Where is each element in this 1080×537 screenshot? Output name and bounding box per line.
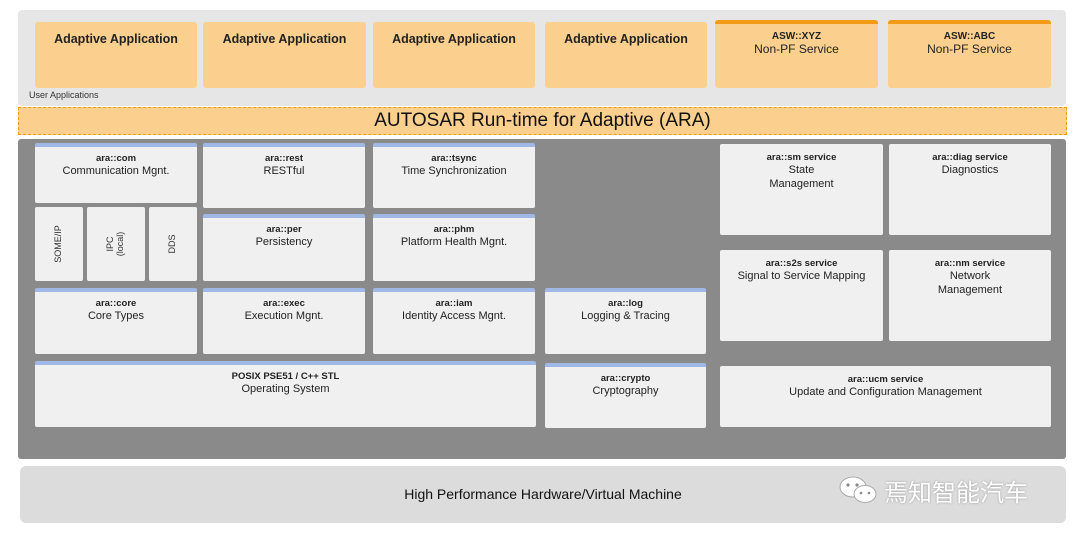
ara-core-box: ara::core Core Types (35, 288, 197, 354)
watermark-text: 焉知智能汽车 (884, 479, 1028, 507)
ara-nm-box: ara::nm service Network Management (889, 250, 1051, 341)
ara-tsync-box: ara::tsync Time Synchronization (373, 143, 535, 208)
adaptive-application-1: Adaptive Application (35, 22, 197, 88)
ara-per-desc: Persistency (255, 235, 313, 248)
os-desc: Operating System (241, 382, 330, 395)
ipc-label: IPC (local) (105, 231, 125, 257)
ara-diag-title: ara::diag service (932, 152, 1008, 163)
ara-iam-desc: Identity Access Mgnt. (402, 309, 506, 322)
asw-abc-desc: Non-PF Service (927, 42, 1012, 56)
ara-sm-box: ara::sm service State Management (720, 144, 883, 235)
ara-crypto-desc: Cryptography (592, 384, 659, 397)
ara-runtime-band: AUTOSAR Run-time for Adaptive (ARA) (18, 107, 1067, 135)
ara-rest-box: ara::rest RESTful (203, 143, 365, 208)
ara-s2s-desc: Signal to Service Mapping (737, 269, 866, 282)
os-box: POSIX PSE51 / C++ STL Operating System (35, 361, 536, 427)
dds-label: DDS (167, 234, 178, 254)
ara-com-title: ara::com (95, 153, 137, 164)
ara-sm-desc: State Management (769, 163, 834, 190)
dds-binding: DDS (149, 207, 197, 281)
asw-xyz-title: ASW::XYZ (771, 31, 822, 42)
ara-sm-title: ara::sm service (766, 152, 837, 163)
ara-rest-desc: RESTful (263, 164, 305, 177)
asw-xyz-service: ASW::XYZ Non-PF Service (715, 20, 878, 88)
asw-xyz-desc: Non-PF Service (754, 42, 839, 56)
adaptive-application-4: Adaptive Application (545, 22, 707, 88)
watermark: 焉知智能汽车 (838, 474, 1028, 507)
some-ip-binding: SOME/IP (35, 207, 83, 281)
ara-ucm-desc: Update and Configuration Management (789, 385, 982, 398)
ara-log-title: ara::log (608, 298, 643, 309)
ara-com-box: ara::com Communication Mgnt. (35, 143, 197, 203)
ara-phm-title: ara::phm (433, 224, 475, 235)
ara-crypto-box: ara::crypto Cryptography (545, 363, 706, 428)
os-title: POSIX PSE51 / C++ STL (231, 371, 340, 382)
ara-diag-desc: Diagnostics (941, 163, 999, 176)
ara-rest-title: ara::rest (264, 153, 304, 164)
ara-s2s-title: ara::s2s service (765, 258, 838, 269)
ara-exec-box: ara::exec Execution Mgnt. (203, 288, 365, 354)
ara-nm-desc: Network Management (937, 269, 1003, 296)
ara-diag-box: ara::diag service Diagnostics (889, 144, 1051, 235)
wechat-icon (839, 476, 877, 503)
ara-exec-desc: Execution Mgnt. (244, 309, 324, 322)
ara-per-box: ara::per Persistency (203, 214, 365, 281)
ipc-binding: IPC (local) (87, 207, 145, 281)
ara-exec-title: ara::exec (263, 298, 305, 309)
ara-tsync-title: ara::tsync (431, 153, 477, 164)
ara-ucm-title: ara::ucm service (847, 374, 924, 385)
ara-core-title: ara::core (95, 298, 137, 309)
hardware-layer: High Performance Hardware/Virtual Machin… (20, 466, 1066, 523)
ara-phm-box: ara::phm Platform Health Mgnt. (373, 214, 535, 281)
asw-abc-service: ASW::ABC Non-PF Service (888, 20, 1051, 88)
asw-abc-title: ASW::ABC (943, 31, 996, 42)
ara-core-desc: Core Types (87, 309, 145, 322)
ara-log-box: ara::log Logging & Tracing (545, 288, 706, 354)
ara-tsync-desc: Time Synchronization (401, 164, 507, 177)
ara-iam-title: ara::iam (435, 298, 473, 309)
ara-log-desc: Logging & Tracing (581, 309, 670, 322)
ara-nm-title: ara::nm service (934, 258, 1006, 269)
ara-com-desc: Communication Mgnt. (62, 164, 170, 177)
adaptive-application-2: Adaptive Application (203, 22, 366, 88)
ara-phm-desc: Platform Health Mgnt. (400, 235, 508, 248)
adaptive-application-3: Adaptive Application (373, 22, 535, 88)
ara-iam-box: ara::iam Identity Access Mgnt. (373, 288, 535, 354)
ara-ucm-box: ara::ucm service Update and Configuratio… (720, 366, 1051, 427)
user-applications-label: User Applications (29, 90, 99, 100)
some-ip-label: SOME/IP (53, 225, 64, 263)
ara-s2s-box: ara::s2s service Signal to Service Mappi… (720, 250, 883, 341)
ara-crypto-title: ara::crypto (600, 373, 651, 384)
ara-per-title: ara::per (266, 224, 302, 235)
